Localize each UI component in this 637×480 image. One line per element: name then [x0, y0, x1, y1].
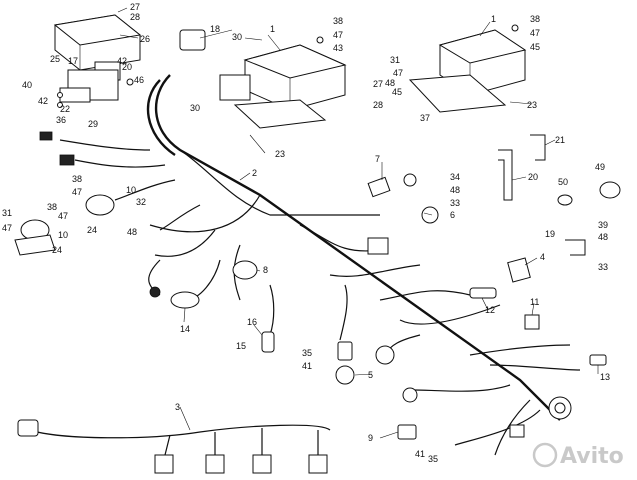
callout-25: 25 [50, 54, 60, 64]
callout-47-left2: 47 [58, 211, 68, 221]
callout-7: 7 [375, 154, 380, 164]
callout-27: 27 [130, 2, 140, 12]
callout-31: 31 [390, 55, 400, 65]
callout-15: 15 [236, 341, 246, 351]
callout-31-left: 31 [2, 208, 12, 218]
callout-29: 29 [88, 119, 98, 129]
ecu-1-left [53, 14, 142, 108]
callout-38-right: 38 [530, 14, 540, 24]
callout-47-c: 47 [393, 68, 403, 78]
callout-33: 33 [598, 262, 608, 272]
callout-3: 3 [175, 402, 180, 412]
callout-28: 28 [130, 12, 140, 22]
callout-4: 4 [540, 252, 545, 262]
callout-26: 26 [140, 34, 150, 44]
callout-30-b: 30 [190, 103, 200, 113]
callout-24-left: 24 [52, 245, 62, 255]
callout-47-left3: 47 [2, 223, 12, 233]
callout-38-left2: 38 [47, 202, 57, 212]
callout-28-b: 28 [373, 100, 383, 110]
callout-14: 14 [180, 324, 190, 334]
callout-16: 16 [247, 317, 257, 327]
callout-41-b: 41 [415, 449, 425, 459]
callout-47-left: 47 [72, 187, 82, 197]
main-harness-cable [59, 74, 581, 456]
callout-22: 22 [60, 104, 70, 114]
callout-45-right: 45 [530, 42, 540, 52]
callout-43: 43 [333, 43, 343, 53]
callout-48-right: 48 [598, 232, 608, 242]
callout-11: 11 [530, 297, 539, 307]
callout-6: 6 [450, 210, 455, 220]
callout-35: 35 [302, 348, 312, 358]
callout-23-right: 23 [527, 100, 537, 110]
callout-40: 40 [22, 80, 32, 90]
callout-18: 18 [210, 24, 220, 34]
callout-10-left: 10 [58, 230, 68, 240]
callout-12: 12 [485, 305, 495, 315]
callout-10-center: 10 [126, 185, 136, 195]
callout-47-right: 47 [530, 28, 540, 38]
callout-50: 50 [558, 177, 568, 187]
callout-30: 30 [232, 32, 242, 42]
callout-20: 20 [528, 172, 538, 182]
callout-37: 37 [420, 113, 430, 123]
callout-42-b: 42 [38, 96, 48, 106]
callout-48-left: 48 [127, 227, 137, 237]
callout-21: 21 [555, 135, 565, 145]
callout-45: 45 [392, 87, 402, 97]
callout-5: 5 [368, 370, 373, 380]
callout-1-center: 1 [270, 24, 275, 34]
callout-20-top: 20 [122, 62, 132, 72]
callout-47: 47 [333, 30, 343, 40]
ecu-center [219, 36, 347, 129]
callout-39: 39 [598, 220, 608, 230]
callout-9: 9 [368, 433, 373, 443]
callout-labels: 27 28 26 25 17 42 20 46 40 42 22 36 29 1… [2, 2, 610, 464]
callout-24: 24 [87, 225, 97, 235]
callout-27-b: 27 [373, 79, 383, 89]
callout-41: 41 [302, 361, 312, 371]
callout-13: 13 [600, 372, 610, 382]
callout-36: 36 [56, 115, 66, 125]
watermark-text: Avito [560, 444, 624, 469]
injector-harness-3 [17, 419, 331, 474]
callout-48: 48 [385, 78, 395, 88]
callout-38-left: 38 [72, 174, 82, 184]
callout-49: 49 [595, 162, 605, 172]
callout-8: 8 [263, 265, 268, 275]
callout-19: 19 [545, 229, 555, 239]
callout-46: 46 [134, 75, 144, 85]
callout-34: 34 [450, 172, 460, 182]
watermark: Avito [532, 442, 624, 469]
callout-33-b: 33 [450, 198, 460, 208]
callout-2: 2 [252, 168, 257, 178]
component-shapes [14, 29, 621, 440]
callout-32: 32 [136, 197, 146, 207]
callout-42: 42 [117, 56, 127, 66]
callout-1-right: 1 [491, 14, 496, 24]
ecu-right [408, 24, 527, 113]
callout-17: 17 [68, 56, 78, 66]
callout-35-b: 35 [428, 454, 438, 464]
callout-48-c: 48 [450, 185, 460, 195]
callout-23: 23 [275, 149, 285, 159]
callout-38: 38 [333, 16, 343, 26]
leader-lines [117, 7, 599, 439]
